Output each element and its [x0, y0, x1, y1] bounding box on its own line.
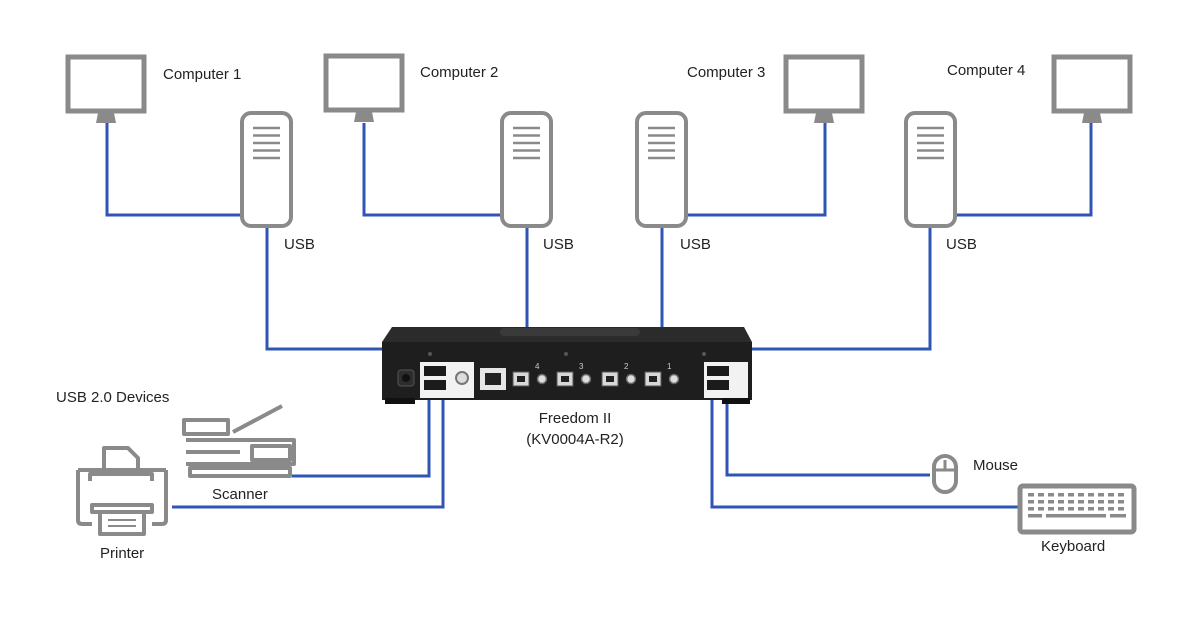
cable-usb-1: [265, 226, 384, 351]
computer-4-label: Computer 4: [947, 62, 1026, 79]
monitor-icon-1: [65, 54, 147, 123]
monitor-icon-2: [323, 53, 405, 122]
scanner-icon: [182, 404, 296, 478]
computer-3-label: Computer 3: [687, 64, 766, 81]
switch-name: Freedom II: [538, 410, 612, 427]
usb-label-4: USB: [946, 236, 977, 253]
port-number: 2: [624, 362, 629, 371]
cables: [105, 123, 1093, 509]
mouse-icon: [932, 454, 958, 494]
switch-top-handle: [500, 328, 640, 336]
keyboard-icon: [1017, 483, 1137, 535]
switch-model: (KV0004A-R2): [526, 431, 624, 448]
cable-monitor-3: [686, 123, 827, 217]
port-number: 3: [579, 362, 584, 371]
cable-monitor-4: [955, 123, 1093, 217]
mouse-label: Mouse: [973, 457, 1019, 474]
computer-port-3: 3: [556, 362, 592, 387]
computer-tower-icon-3: [635, 111, 688, 228]
computer-tower-icon-4: [904, 111, 957, 228]
computer-tower-icon-1: [240, 111, 293, 228]
cable-keyboard: [710, 400, 1018, 509]
port-number: 4: [535, 362, 540, 371]
switch-foot-left: [385, 398, 415, 404]
usb-port-right-1: [707, 366, 729, 376]
usb-label-2: USB: [543, 236, 574, 253]
usb-port-right-2: [707, 380, 729, 390]
cable-monitor-1: [105, 123, 242, 217]
towers: [240, 111, 957, 228]
computer-2-label: Computer 2: [420, 64, 499, 81]
audio-jack: [455, 371, 469, 385]
computer-tower-icon-2: [500, 111, 553, 228]
cable-scanner: [292, 400, 431, 478]
cable-monitor-2: [362, 123, 502, 217]
kvm-switch: 4 3 2 1: [382, 327, 752, 404]
usb-port-left-1: [424, 366, 446, 376]
port-number: 1: [667, 362, 672, 371]
usb-devices-label: USB 2.0 Devices: [56, 389, 170, 406]
cable-usb-4: [750, 226, 932, 351]
monitor-icon-4: [1051, 54, 1133, 123]
printer-icon: [76, 446, 168, 536]
scanner-label: Scanner: [212, 486, 268, 503]
usb-label-1: USB: [284, 236, 315, 253]
cable-mouse: [725, 400, 930, 477]
computer-port-2: 2: [601, 362, 637, 387]
switch-foot-right: [722, 398, 750, 404]
computer-port-1: 1: [644, 362, 680, 387]
cable-printer: [172, 400, 445, 509]
usb-port-left-2: [424, 380, 446, 390]
computer-port-4: 4: [512, 362, 548, 387]
monitors: [65, 53, 1133, 123]
computer-1-label: Computer 1: [163, 66, 242, 83]
computer-ports: 4 3 2 1: [512, 362, 680, 387]
keyboard-label: Keyboard: [1041, 538, 1106, 555]
monitor-icon-3: [783, 54, 865, 123]
printer-label: Printer: [100, 545, 145, 562]
usb-label-3: USB: [680, 236, 711, 253]
